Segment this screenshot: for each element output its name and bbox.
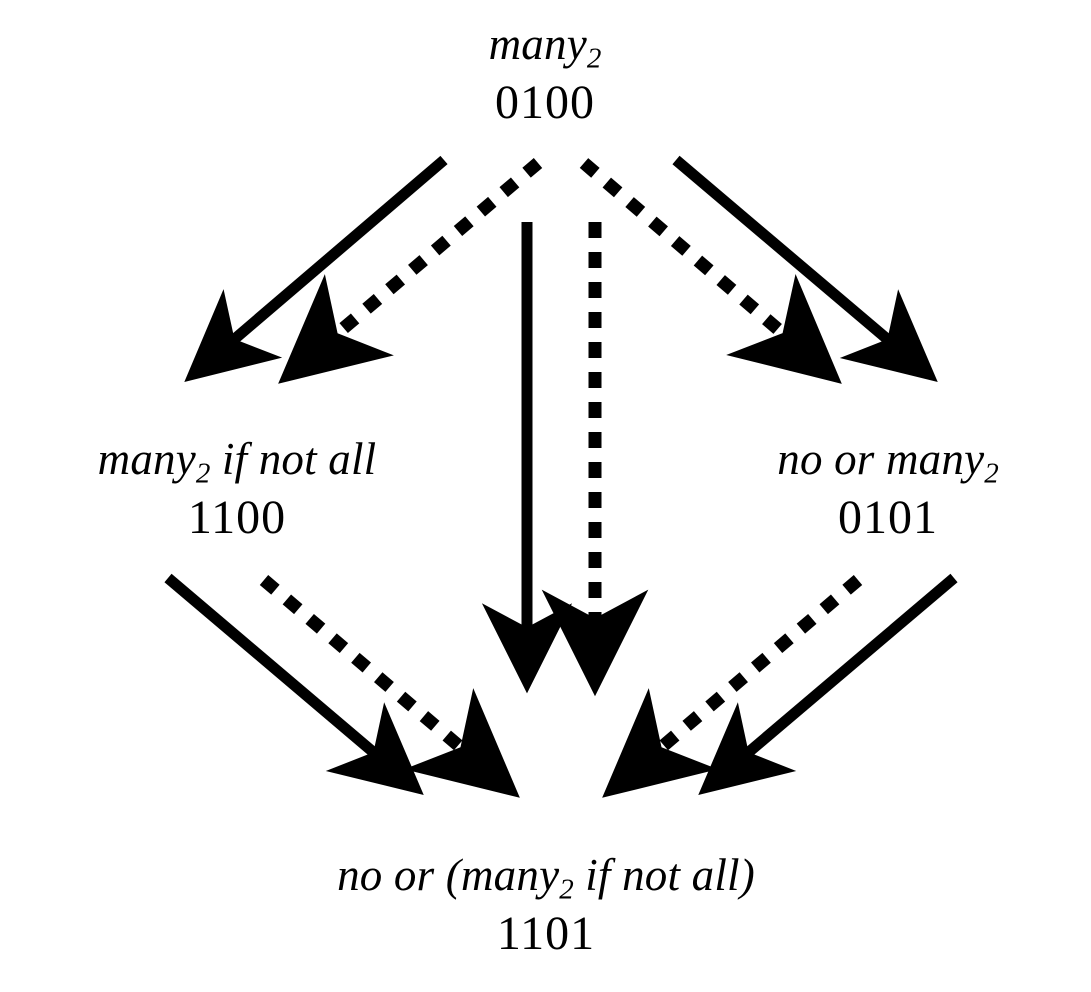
node-left[interactable]: many2 if not all 1100 [98, 437, 377, 542]
edge-top-left-dashed [278, 158, 543, 384]
edge-right-bottom-dashed [602, 575, 863, 798]
edge-top-left-solid [184, 155, 448, 383]
node-right-label: no or many2 [777, 434, 999, 490]
node-right-code: 0101 [837, 490, 938, 544]
node-bottom[interactable]: no or (many2 if not all) 1101 [337, 853, 755, 958]
edge-left-bottom-dashed [259, 575, 520, 798]
node-bottom-code: 1101 [496, 906, 596, 960]
node-top-code: 0100 [495, 75, 595, 129]
node-right[interactable]: no or many2 0101 [777, 437, 998, 542]
edge-top-right-solid [672, 155, 938, 382]
node-left-code: 1100 [187, 490, 287, 544]
node-left-label: many2 if not all [97, 434, 377, 490]
edge-left-bottom-solid [164, 573, 424, 795]
node-top-label: many2 [488, 19, 602, 75]
node-bottom-label: no or (many2 if not all) [337, 850, 755, 906]
node-top[interactable]: many2 0100 [489, 22, 602, 127]
edge-right-bottom-solid [698, 573, 958, 795]
edge-top-right-dashed [579, 158, 842, 384]
